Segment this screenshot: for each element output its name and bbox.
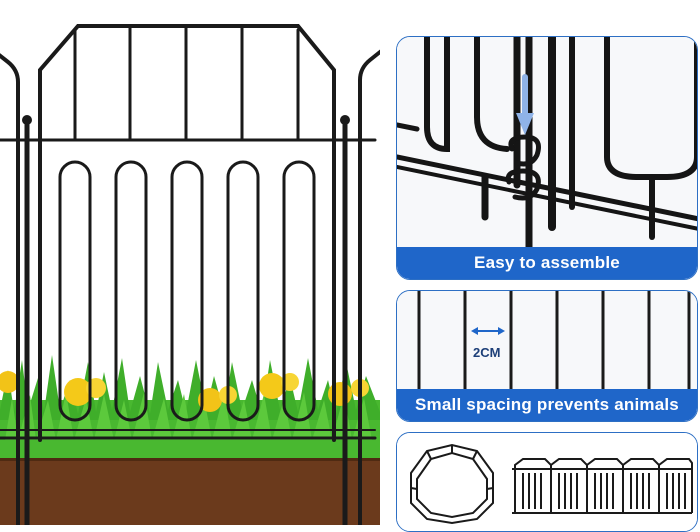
- spacing-measure-label: 2CM: [473, 345, 501, 360]
- panel-small-spacing: 2CM Small spacing prevents animals: [396, 290, 698, 422]
- fence: [0, 24, 380, 525]
- assembly-closeup-illustration: [397, 37, 697, 279]
- panel-configurations: [396, 432, 698, 532]
- caption-easy-assemble: Easy to assemble: [397, 247, 697, 279]
- circular-fence-layout: [410, 443, 494, 525]
- arrow-down-icon: [516, 113, 534, 135]
- soil-strip: [0, 455, 380, 525]
- hero-fence-image: [0, 24, 380, 525]
- spacing-arrow-icon: [471, 327, 505, 335]
- post-finial-right: [340, 115, 350, 125]
- post-finial-left: [22, 115, 32, 125]
- caption-small-spacing: Small spacing prevents animals: [397, 389, 697, 421]
- straight-fence-layout: [512, 458, 693, 514]
- panel-easy-assemble: Easy to assemble: [396, 36, 698, 280]
- grass: [0, 355, 380, 458]
- configuration-illustration: [397, 433, 697, 531]
- fence-gate-illustration: [0, 24, 380, 525]
